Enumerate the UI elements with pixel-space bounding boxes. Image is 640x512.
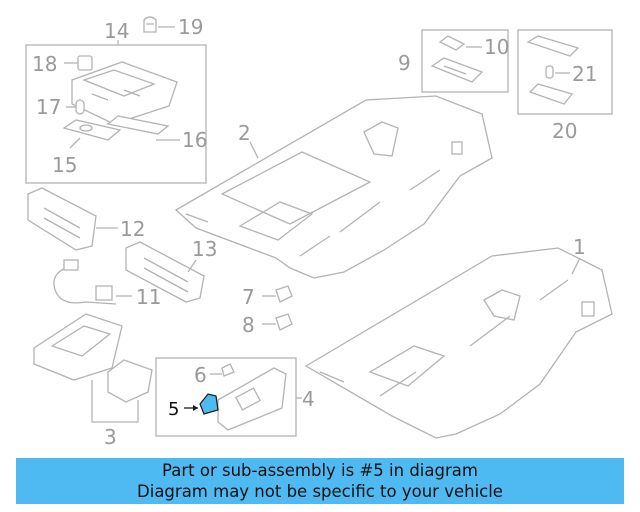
callout-11: 11 xyxy=(136,285,161,309)
callout-20: 20 xyxy=(552,119,577,143)
part-9-lamp xyxy=(430,57,484,83)
part-12-trim xyxy=(27,187,118,251)
callout-12: 12 xyxy=(120,217,145,241)
group-box-20 xyxy=(517,29,613,115)
part-map-lamp xyxy=(71,61,178,125)
callout-13: 13 xyxy=(192,237,217,261)
info-banner: Part or sub-assembly is #5 in diagram Di… xyxy=(16,458,624,504)
callout-3: 3 xyxy=(104,425,117,449)
part-4-sunvisor xyxy=(217,367,287,431)
callout-8: 8 xyxy=(242,313,255,337)
part-7-clip xyxy=(262,285,293,303)
part-2-headliner xyxy=(174,95,493,279)
callout-21: 21 xyxy=(572,62,597,86)
callout-19: 19 xyxy=(178,15,203,39)
callout-5: 5 xyxy=(168,399,179,420)
part-21-bulb xyxy=(545,65,570,79)
callout-17: 17 xyxy=(36,95,61,119)
callout-1: 1 xyxy=(573,235,586,259)
part-1-headliner xyxy=(304,247,613,439)
part-17-bulb xyxy=(66,99,85,115)
part-10-bulb xyxy=(438,35,482,51)
part-5-highlighted[interactable] xyxy=(184,393,219,415)
callout-14: 14 xyxy=(104,19,129,43)
part-20-lamp-upper xyxy=(526,35,580,57)
part-19-bulb xyxy=(143,16,175,33)
part-8-clip xyxy=(262,313,293,331)
callout-2: 2 xyxy=(238,121,251,145)
part-15-lens xyxy=(62,119,122,149)
banner-line-2: Diagram may not be specific to your vehi… xyxy=(137,482,503,501)
part-13-trim xyxy=(125,241,205,303)
banner-line-1: Part or sub-assembly is #5 in diagram xyxy=(162,461,478,480)
callout-4: 4 xyxy=(302,387,315,411)
part-11-harness xyxy=(53,259,132,305)
part-3-console xyxy=(33,313,153,423)
callout-7: 7 xyxy=(242,285,255,309)
group-box-9 xyxy=(421,29,509,93)
callout-18: 18 xyxy=(32,52,57,76)
callout-6: 6 xyxy=(194,363,207,387)
callout-10: 10 xyxy=(484,35,509,59)
part-18-clip xyxy=(64,55,93,71)
part-20-lamp-lower xyxy=(528,83,574,105)
group-box-4 xyxy=(155,357,297,437)
callout-15: 15 xyxy=(52,153,77,177)
group-box-14 xyxy=(25,44,207,184)
callout-16: 16 xyxy=(182,128,207,152)
callout-9: 9 xyxy=(398,51,411,75)
parts-diagram: 14 19 18 17 16 15 9 xyxy=(25,15,613,449)
part-16-lens xyxy=(106,115,180,141)
part-6-clip xyxy=(210,363,235,377)
